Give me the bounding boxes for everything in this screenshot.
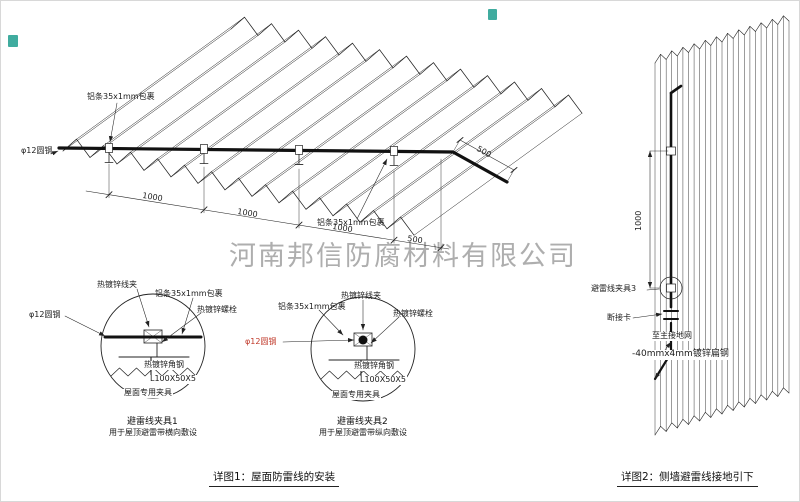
label-c1-round-steel: φ12圆钢	[29, 310, 61, 319]
wall-leader-lines	[632, 288, 672, 351]
label-c1-strip: 铝条35x1mm包裹	[155, 289, 223, 298]
title-clamp1: 避雷线夹具1	[127, 417, 178, 427]
label-wall-to-ground: 至主接地网	[651, 331, 693, 341]
label-c2-strip: 铝条35x1mm包裹	[278, 302, 346, 311]
watermark-text: 河南邦信防腐材料有限公司	[229, 241, 577, 272]
label-wall-clamp3: 避雷线夹具3	[591, 284, 637, 293]
wall-corrugated-drawing	[654, 15, 790, 436]
subtitle-clamp1: 用于屋顶避雷带横向敷设	[109, 428, 197, 437]
label-c1-angle-size: L100X50X5	[149, 374, 197, 384]
down-conductor	[653, 84, 683, 381]
title-clamp2: 避雷线夹具2	[337, 417, 388, 427]
label-roof-strip-top: 铝条35x1mm包裹	[87, 92, 155, 101]
label-wall-flat-steel: -40mmx4mm镀锌扁钢	[631, 349, 730, 360]
lightning-wire	[57, 146, 509, 184]
label-c2-angle-size: L100X50X5	[359, 375, 407, 385]
detail-circle-clamp1	[64, 288, 206, 399]
label-c2-bolt: 热镀锌螺栓	[393, 309, 433, 318]
roof-isometric-drawing	[62, 16, 583, 236]
subtitle-clamp2: 用于屋顶避雷带纵向敷设	[319, 428, 407, 437]
label-c1-bolt: 热镀锌螺栓	[197, 305, 237, 314]
label-c1-angle: 热镀锌角钢	[143, 360, 185, 370]
label-roof-strip-bottom: 铝条35x1mm包裹	[317, 218, 385, 227]
label-c1-roof-clamp: 屋面专用夹具	[123, 388, 173, 398]
label-c2-angle: 热镀锌角钢	[353, 361, 395, 371]
roof-leader-lines	[50, 102, 388, 220]
label-c1-wire-clip: 热镀锌线夹	[97, 280, 137, 289]
stamp-mark-left	[8, 35, 18, 47]
caption-detail2: 详图2：侧墙避雷线接地引下	[617, 469, 758, 487]
label-wall-disconnect: 断接卡	[607, 313, 631, 322]
label-c2-round-steel: φ12圆钢	[245, 337, 277, 346]
wire-clamps	[104, 143, 399, 166]
label-c2-wire-clip: 热镀锌线夹	[341, 291, 381, 300]
stamp-mark-top	[488, 9, 497, 20]
wall-dimension	[647, 150, 669, 289]
label-roof-round-steel: φ12圆钢	[21, 146, 53, 155]
dim-wall-1000: 1000	[634, 210, 643, 231]
roof-dimension-chain	[85, 137, 518, 252]
label-c2-roof-clamp: 屋面专用夹具	[331, 390, 381, 400]
caption-detail1: 详图1：屋面防雷线的安装	[209, 469, 340, 487]
